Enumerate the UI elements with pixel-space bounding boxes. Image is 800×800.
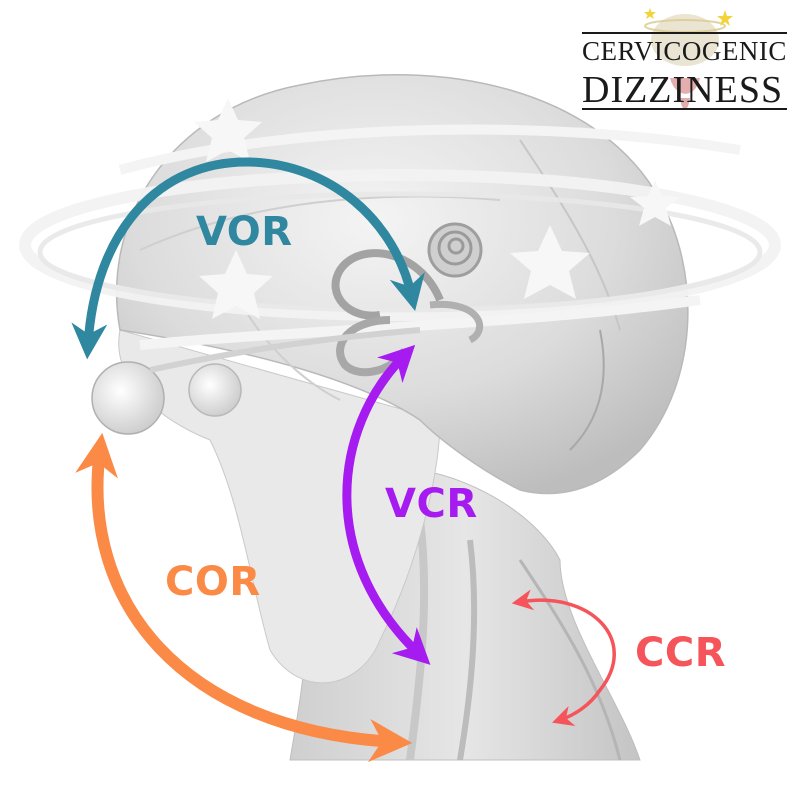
logo-title-line2: DIZZINESS	[582, 69, 784, 111]
vor-label: VOR	[196, 209, 293, 255]
vcr-label: VCR	[385, 481, 478, 527]
logo-emblem	[644, 8, 733, 110]
star-icon	[194, 98, 262, 162]
cor-label: COR	[165, 559, 261, 605]
vor-arrow	[71, 157, 425, 360]
ccr-label: CCR	[635, 630, 727, 676]
star-icon	[630, 180, 680, 226]
logo-title-line1: CERVICOGENIC	[582, 36, 787, 66]
cor-arrow	[75, 432, 413, 763]
ccr-arrow	[511, 589, 616, 726]
logo: CERVICOGENIC DIZZINESS	[560, 8, 795, 130]
star-icon	[510, 225, 590, 299]
star-icon	[644, 8, 656, 19]
star-icon	[717, 10, 733, 26]
